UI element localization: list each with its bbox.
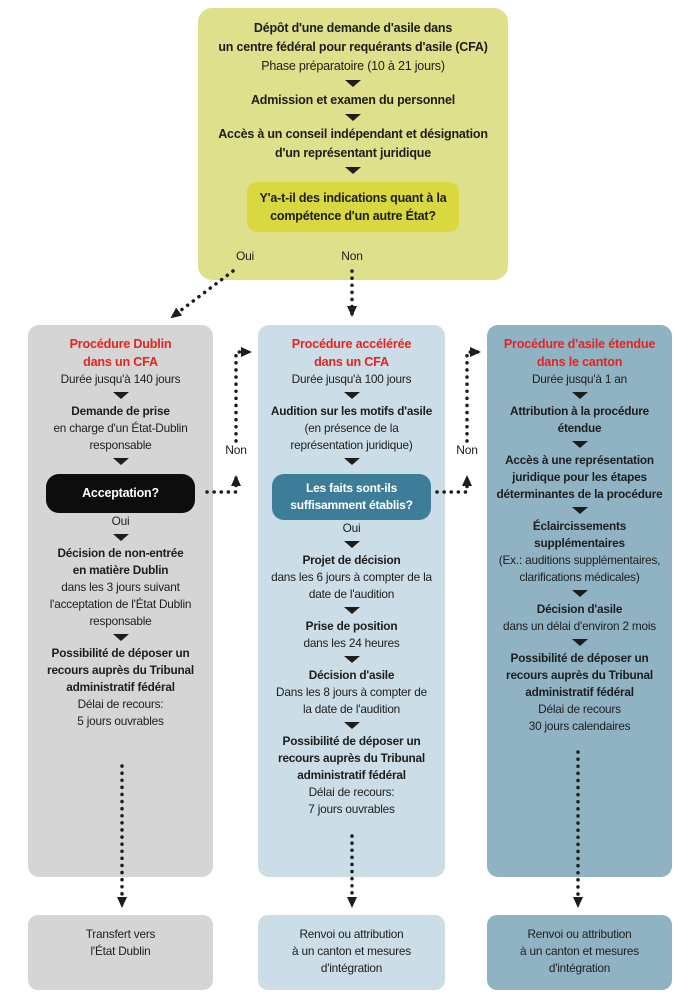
extended-clarifications-detail: (Ex.: auditions supplémentaires, clarifi… <box>498 553 661 584</box>
down-arrow-icon <box>345 167 361 174</box>
extended-appeal-step: Possibilité de déposer un recours auprès… <box>506 651 653 699</box>
non-label-dublin: Non <box>225 443 247 457</box>
dublin-duration: Durée jusqu'à 140 jours <box>60 372 181 386</box>
acceptation-pill: Acceptation? <box>46 474 195 513</box>
facts-established-pill: Les faits sont-ils suffisamment établis? <box>272 474 431 520</box>
down-arrow-icon <box>571 507 588 514</box>
accelerated-appeal-step: Possibilité de déposer un recours auprès… <box>278 734 425 782</box>
accelerated-title: Procédure accélérée dans un CFA <box>291 337 412 369</box>
accelerated-appeal-deadline: Délai de recours: 7 jours ouvrables <box>308 785 395 816</box>
dublin-request-detail: en charge d'un État-Dublin responsable <box>53 421 188 452</box>
question-other-state-pill: Y'a-t-il des indications quant à la comp… <box>246 182 460 232</box>
non-label-accelerated: Non <box>456 443 478 457</box>
accelerated-decision-detail: Dans les 8 jours à compter de la date de… <box>276 685 427 716</box>
outcome-renvoi-extended-box: Renvoi ou attribution à un canton et mes… <box>487 915 672 990</box>
intake-deposit-step: Dépôt d'une demande d'asile dans un cent… <box>218 21 488 54</box>
outcome-renvoi-accelerated-box: Renvoi ou attribution à un canton et mes… <box>258 915 445 990</box>
down-arrow-icon <box>343 656 360 663</box>
extended-representation-step: Accès à une représentation juridique pou… <box>496 453 663 501</box>
down-arrow-icon <box>112 392 129 399</box>
intake-admission-step: Admission et examen du personnel <box>250 93 456 107</box>
down-arrow-icon <box>112 458 129 465</box>
down-arrow-icon <box>343 722 360 729</box>
dublin-title: Procédure Dublin dans un CFA <box>69 337 172 369</box>
accelerated-draft-detail: dans les 6 jours à compter de la date de… <box>271 570 432 601</box>
outcome-transfer-box: Transfert vers l'État Dublin <box>28 915 213 990</box>
down-arrow-icon <box>345 114 361 121</box>
non-label-top: Non <box>341 249 363 263</box>
extended-title: Procédure d'asile étendue dans le canton <box>503 337 656 369</box>
extended-attribution-step: Attribution à la procédure étendue <box>510 404 649 435</box>
accelerated-column: Procédure accélérée dans un CFA Durée ju… <box>258 325 445 877</box>
extended-duration: Durée jusqu'à 1 an <box>531 372 628 386</box>
dublin-non-connector-upper <box>234 347 252 443</box>
extended-appeal-deadline: Délai de recours 30 jours calendaires <box>528 702 631 733</box>
dublin-decision-detail: dans les 3 jours suivant l'acceptation d… <box>49 580 192 628</box>
outcome-transfer-text: Transfert vers l'État Dublin <box>85 927 156 958</box>
down-arrow-icon <box>112 634 129 641</box>
outcome-renvoi-extended-text: Renvoi ou attribution à un canton et mes… <box>520 927 639 975</box>
intake-counsel-step: Accès à un conseil indépendant et désign… <box>218 127 488 160</box>
accelerated-decision-step: Décision d'asile <box>308 668 395 682</box>
dublin-oui-label: Oui <box>111 514 130 528</box>
accelerated-position-detail: dans les 24 heures <box>303 636 400 650</box>
accelerated-position-step: Prise de position <box>305 619 398 633</box>
down-arrow-icon <box>112 534 129 541</box>
down-arrow-icon <box>343 541 360 548</box>
accelerated-hearing-step: Audition sur les motifs d'asile <box>270 404 433 418</box>
down-arrow-icon <box>343 392 360 399</box>
intake-box: Dépôt d'une demande d'asile dans un cent… <box>198 8 508 280</box>
extended-decision-detail: dans un délai d'environ 2 mois <box>503 619 656 633</box>
outcome-renvoi-accelerated-text: Renvoi ou attribution à un canton et mes… <box>292 927 411 975</box>
intake-preparatory-phase: Phase préparatoire (10 à 21 jours) <box>261 59 445 73</box>
down-arrow-icon <box>571 639 588 646</box>
extended-clarifications-step: Éclaircissements supplémentaires <box>532 519 627 550</box>
accelerated-non-connector-upper <box>465 347 481 443</box>
dublin-request-step: Demande de prise <box>71 404 170 418</box>
down-arrow-icon <box>571 392 588 399</box>
accelerated-draft-step: Projet de décision <box>302 553 401 567</box>
down-arrow-icon <box>571 590 588 597</box>
accelerated-duration: Durée jusqu'à 100 jours <box>291 372 412 386</box>
down-arrow-icon <box>571 441 588 448</box>
oui-label-top: Oui <box>235 249 255 263</box>
dublin-appeal-step: Possibilité de déposer un recours auprès… <box>47 646 194 694</box>
dublin-appeal-deadline: Délai de recours: 5 jours ouvrables <box>77 697 164 728</box>
accelerated-oui-label: Oui <box>342 521 361 535</box>
dublin-column: Procédure Dublin dans un CFA Durée jusqu… <box>28 325 213 877</box>
down-arrow-icon <box>343 607 360 614</box>
extended-column: Procédure d'asile étendue dans le canton… <box>487 325 672 877</box>
down-arrow-icon <box>345 80 361 87</box>
accelerated-hearing-detail: (en présence de la représentation juridi… <box>290 421 413 452</box>
extended-decision-step: Décision d'asile <box>536 602 623 616</box>
down-arrow-icon <box>343 458 360 465</box>
dublin-decision-step: Décision de non-entrée en matière Dublin <box>57 546 184 577</box>
